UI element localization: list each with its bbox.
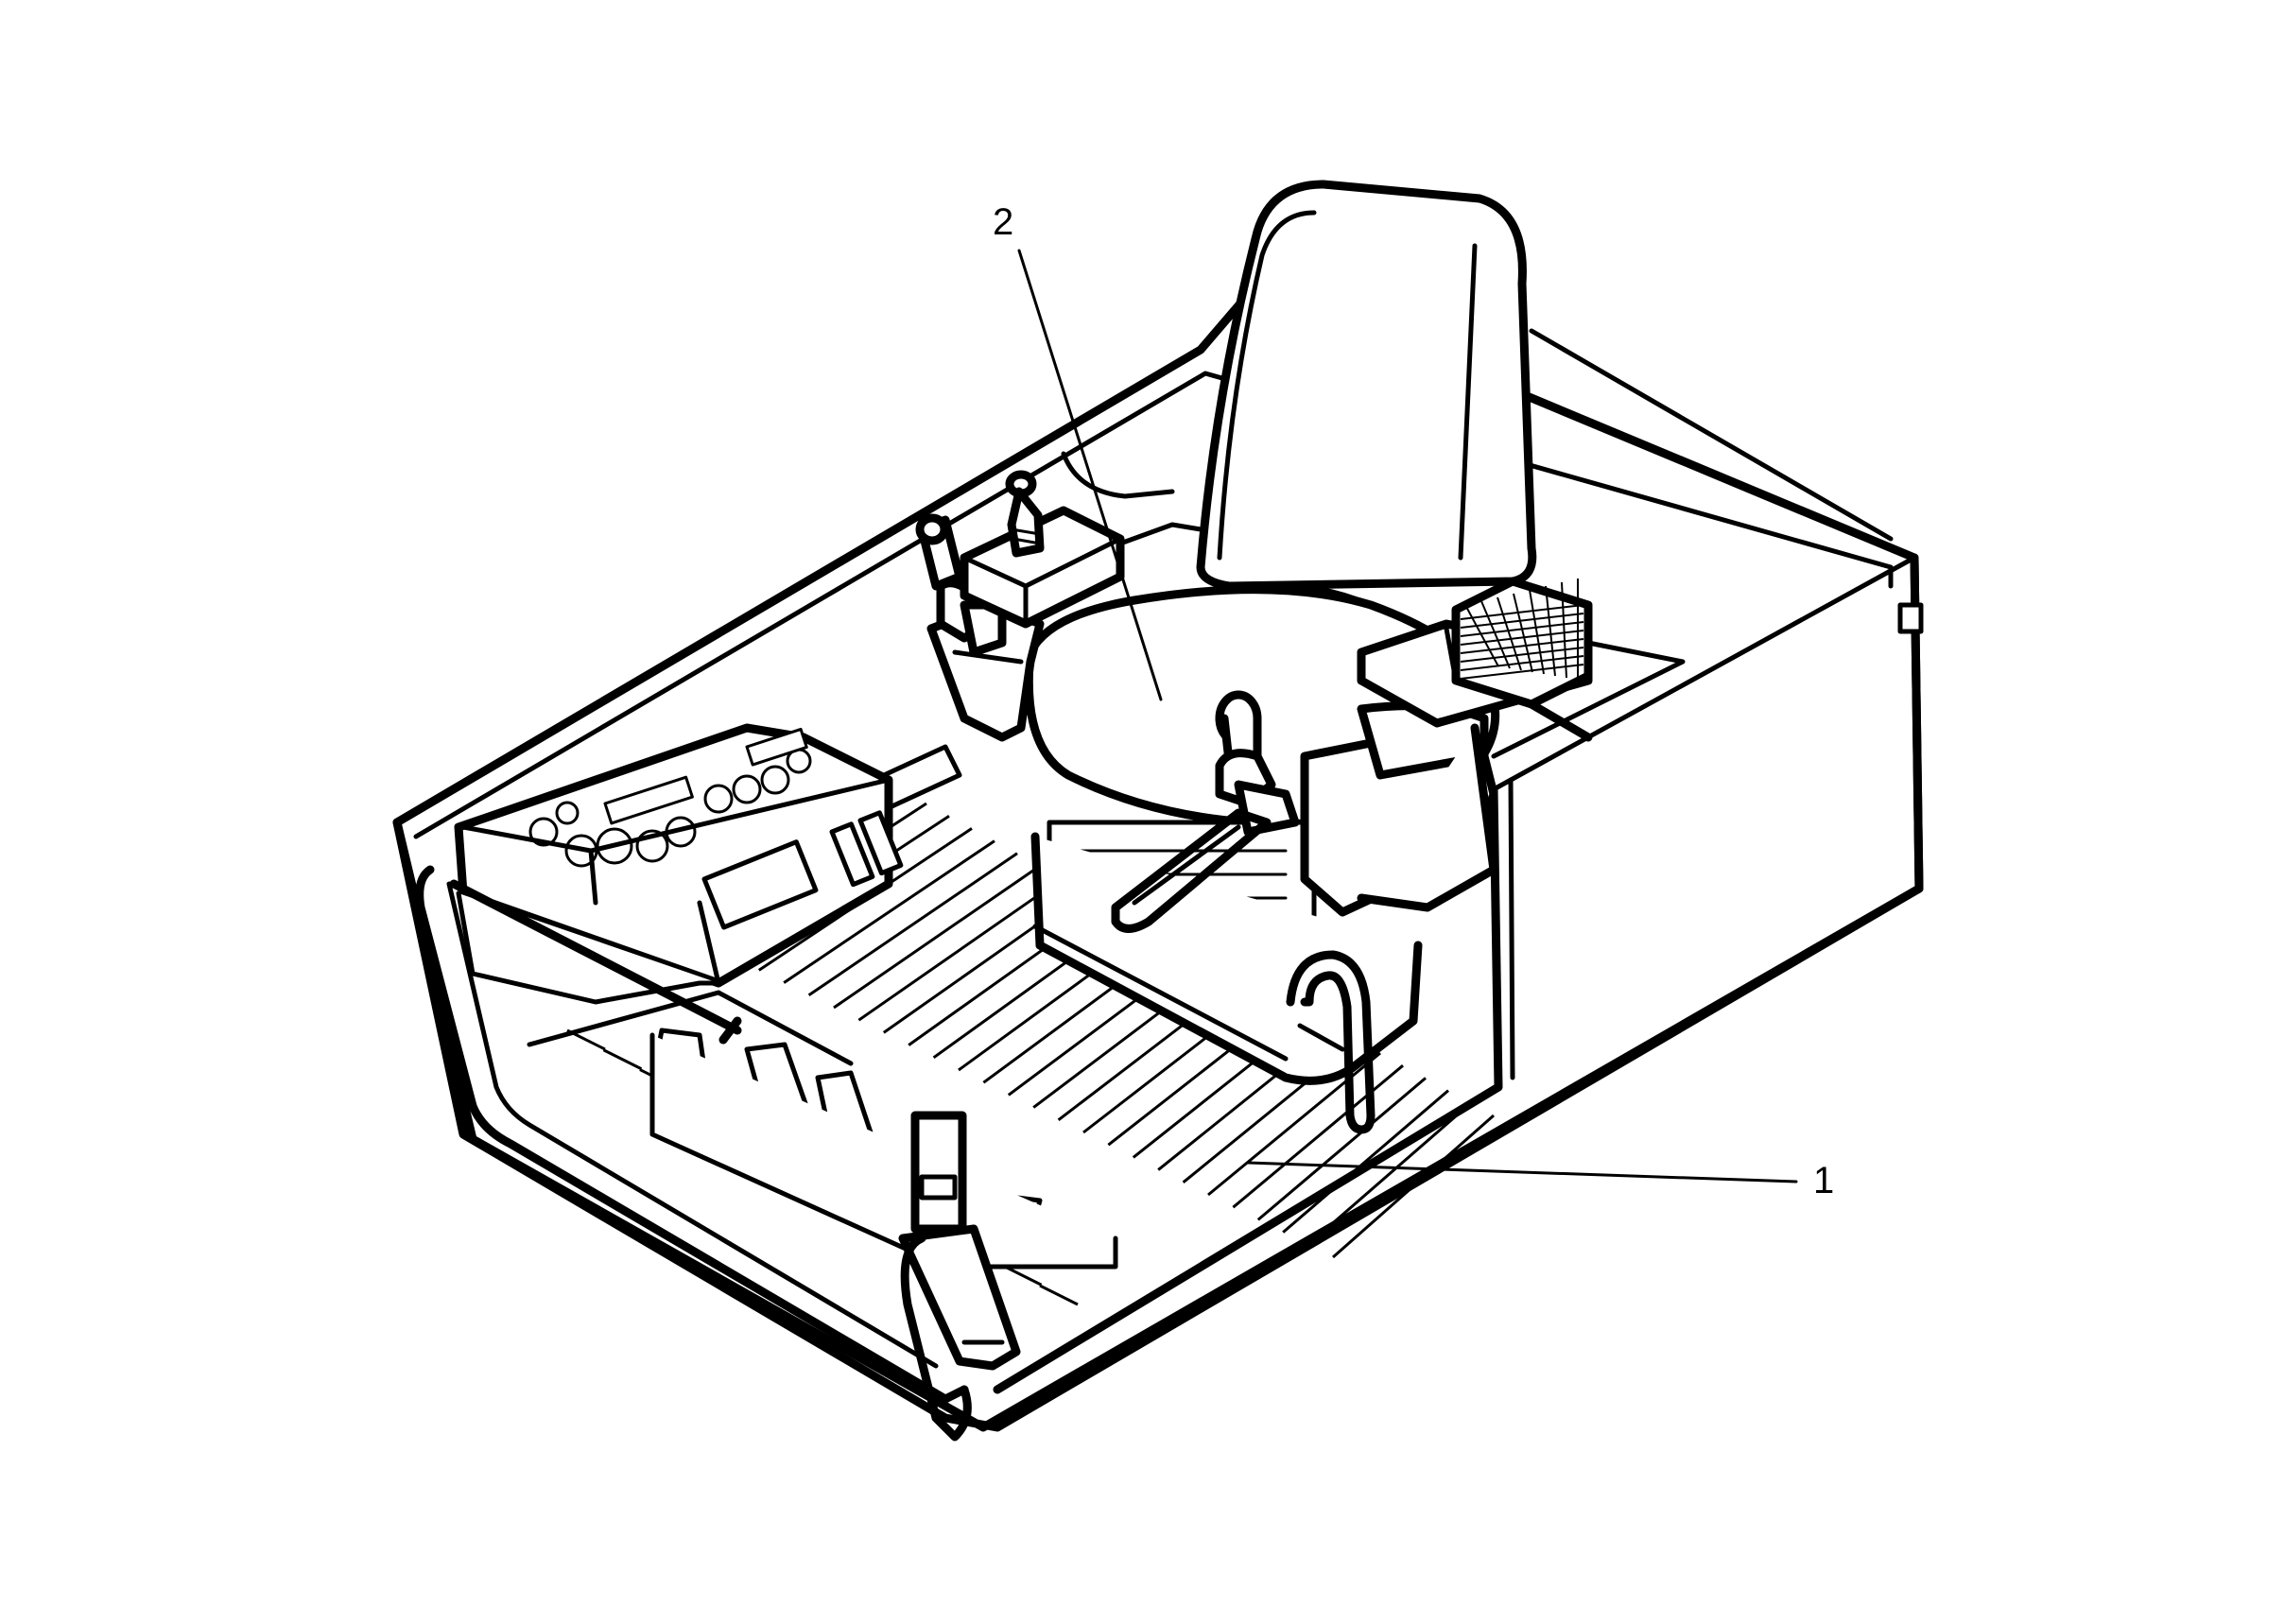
mesh-line (1460, 647, 1584, 663)
mesh-line (1561, 581, 1567, 679)
rear-control-box (960, 451, 1203, 629)
floor-stripe (1332, 1114, 1495, 1259)
floor-stripe (833, 864, 1041, 1010)
floor-stripe (807, 852, 1018, 997)
right-armrest (1300, 701, 1498, 917)
floor-stripe (1002, 1264, 1043, 1287)
floor-stripe (1039, 1284, 1079, 1306)
callout-2-label: 2 (993, 201, 1013, 243)
mesh-line (1460, 630, 1584, 646)
floor-stripe (1256, 1077, 1427, 1221)
floor-stripe (1232, 1064, 1404, 1209)
foot-pedals (649, 1028, 1118, 1270)
floor-stripe (602, 1048, 643, 1071)
floor-stripe (1306, 1101, 1472, 1246)
mesh-pad (1460, 579, 1584, 680)
grab-bar (1111, 808, 1376, 1134)
mesh-line (1545, 585, 1556, 677)
mesh-line (1460, 638, 1584, 654)
mesh-line (1497, 596, 1522, 671)
floor-stripe (1282, 1089, 1449, 1234)
mesh-line (1464, 604, 1499, 667)
left-joystick (915, 513, 1007, 657)
front-lever (898, 1111, 1021, 1442)
floor-stripe (857, 876, 1064, 1022)
callout-1-label: 1 (1813, 1160, 1834, 1201)
floor-stripe (783, 839, 995, 984)
storage-box (1357, 577, 1686, 759)
mesh-line (1513, 593, 1533, 673)
instrument-console (449, 723, 904, 1045)
callout-1: 1 (1246, 1160, 1834, 1201)
mesh-line (1460, 655, 1584, 671)
mesh-line (1460, 664, 1584, 680)
floor-stripe (566, 1028, 606, 1051)
callout-2: 2 (993, 201, 1163, 701)
front-frame (415, 865, 969, 1404)
